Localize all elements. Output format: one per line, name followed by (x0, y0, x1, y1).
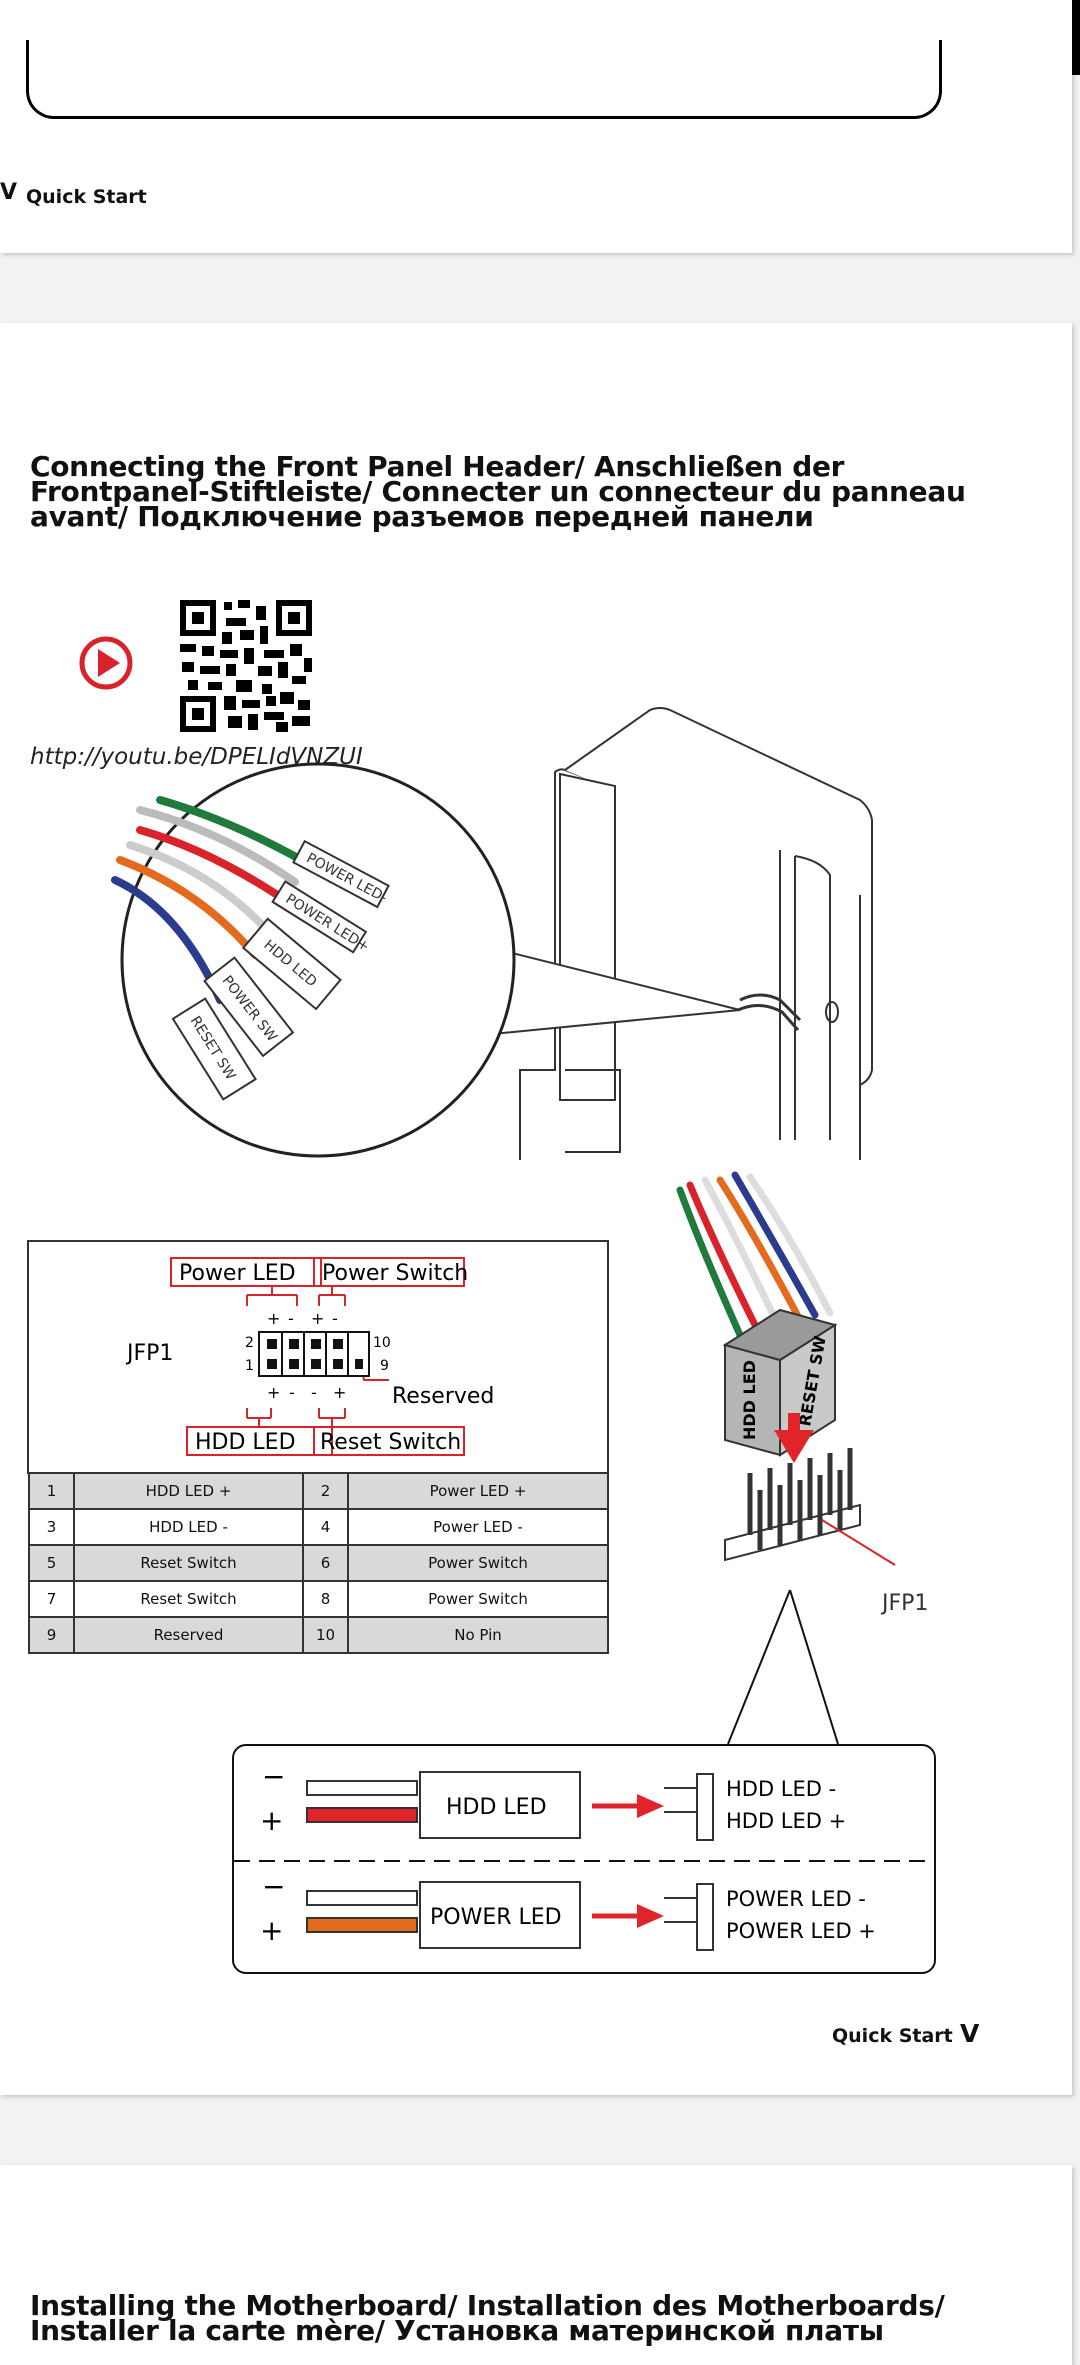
signal-cell: Power LED - (347, 1508, 609, 1546)
insert-arrow-icon (774, 1413, 814, 1463)
power-led-label-box (170, 1257, 322, 1287)
signal-cell: No Pin (347, 1616, 609, 1654)
next-title-line-2: Installer la carte mère/ Установка матер… (30, 2314, 884, 2347)
jfp1-pointer (821, 1519, 896, 1566)
plug-wires (676, 1171, 834, 1339)
reset-switch-label-box (313, 1426, 465, 1456)
title-line-2: Frontpanel-Stiftleiste/ Connecter un con… (30, 475, 966, 508)
qr-code-icon[interactable] (180, 600, 312, 732)
hdd-led-label: HDD LED (195, 1430, 296, 1455)
section-title: Connecting the Front Panel Header/ Ansch… (30, 453, 1030, 531)
polarity-sign: + (267, 1309, 280, 1328)
plus-sign: + (260, 1804, 283, 1837)
pin-cell: 9 (28, 1616, 75, 1654)
minus-sign: − (262, 1870, 285, 1903)
polarity-sign: + (267, 1383, 280, 1402)
arrow-right-icon (637, 1794, 664, 1818)
polarity-sign: - (311, 1383, 317, 1402)
power-switch-label: Power Switch (322, 1261, 468, 1286)
reset-switch-label: Reset Switch (320, 1430, 461, 1455)
hdd-led-box-label: HDD LED (446, 1795, 547, 1820)
table-row: 5 Reset Switch 6 Power Switch (28, 1544, 609, 1582)
footer-page-mark: V (960, 2019, 980, 2048)
next-title-line-1: Installing the Motherboard/ Installation… (30, 2289, 945, 2322)
pin-cell: 8 (302, 1580, 349, 1618)
signal-cell: Reserved (73, 1616, 304, 1654)
plug-label-hdd: HDD LED (740, 1360, 759, 1440)
jfp1-header (724, 1448, 861, 1562)
signal-cell: Power Switch (347, 1580, 609, 1618)
cable-bundle (111, 796, 309, 1004)
polarity-sign: + (311, 1309, 324, 1328)
pc-case (519, 707, 873, 1160)
signal-cell: HDD LED + (73, 1472, 304, 1510)
polarity-sign: - (289, 1383, 295, 1402)
pin-number: 1 (245, 1358, 254, 1374)
pin-cell: 3 (28, 1508, 75, 1546)
zoom-lines (727, 1589, 839, 1745)
pin-cell: 10 (302, 1616, 349, 1654)
signal-cell: Power Switch (347, 1544, 609, 1582)
hdd-led-plus-label: HDD LED + (726, 1809, 846, 1833)
led-detail-diagram: − + HDD LED HDD LED - HDD LED + − + POWE… (234, 1760, 932, 1951)
pin-number: 10 (373, 1335, 391, 1351)
previous-page: V Quick Start (0, 0, 1072, 253)
pin-cell: 6 (302, 1544, 349, 1582)
table-row: 3 HDD LED - 4 Power LED - (28, 1508, 609, 1546)
case-cable-stub (737, 993, 802, 1031)
plug-housing (722, 1308, 838, 1457)
power-led-plus-label: POWER LED + (726, 1919, 876, 1943)
hdd-led-row: − + HDD LED HDD LED - HDD LED + (260, 1760, 846, 1841)
power-led-label: Power LED (179, 1261, 296, 1286)
hdd-led-minus-label: HDD LED - (726, 1777, 836, 1801)
polarity-sign: - (332, 1309, 338, 1328)
signal-cell: Power LED + (347, 1472, 609, 1510)
pin-cell: 1 (28, 1472, 75, 1510)
next-section-title: Installing the Motherboard/ Installation… (30, 2292, 1030, 2345)
jfp1-diagram-label: JFP1 (125, 1341, 173, 1366)
title-line-1: Connecting the Front Panel Header/ Ansch… (30, 450, 845, 483)
table-row: 1 HDD LED + 2 Power LED + (28, 1472, 609, 1510)
rounded-frame (26, 40, 942, 119)
pin-number: 9 (380, 1358, 389, 1374)
polarity-sign: + (333, 1383, 346, 1402)
reserved-label: Reserved (392, 1384, 494, 1409)
next-page (0, 2165, 1072, 2365)
title-line-3: avant/ Подключение разъемов передней пан… (30, 500, 814, 533)
signal-cell: Reset Switch (73, 1580, 304, 1618)
footer-label: Quick Start (832, 2025, 953, 2047)
signal-cell: HDD LED - (73, 1508, 304, 1546)
pin-cell: 2 (302, 1472, 349, 1510)
arrow-right-icon (637, 1904, 664, 1928)
pin-grid (258, 1331, 370, 1377)
polarity-sign: - (288, 1309, 294, 1328)
pin-diagram: Power LED Power Switch HDD LED Reset Swi… (125, 1257, 494, 1456)
pin-cell: 4 (302, 1508, 349, 1546)
pin-cell: 7 (28, 1580, 75, 1618)
pin-table: 1 HDD LED + 2 Power LED + 3 HDD LED - 4 … (28, 1472, 609, 1654)
table-row: 9 Reserved 10 No Pin (28, 1616, 609, 1654)
pin-cell: 5 (28, 1544, 75, 1582)
power-led-box-label: POWER LED (430, 1905, 562, 1930)
power-led-minus-label: POWER LED - (726, 1887, 866, 1911)
signal-cell: Reset Switch (73, 1544, 304, 1582)
connector-illustration: HDD LED RESET SW JFP1 (676, 1171, 928, 1615)
jfp1-connector-label: JFP1 (880, 1591, 928, 1615)
page-mark: V (0, 180, 18, 205)
pin-number: 2 (245, 1335, 254, 1351)
video-qr-area (79, 600, 312, 732)
running-header: Quick Start (26, 186, 147, 208)
plus-sign: + (260, 1914, 283, 1947)
power-led-row: − + POWER LED POWER LED - POWER LED + (260, 1870, 876, 1951)
power-switch-label-box (313, 1257, 465, 1287)
front-panel-illustration: POWER LED- POWER LED+ HDD LED POWER SW R… (111, 707, 873, 1160)
minus-sign: − (262, 1760, 285, 1793)
play-icon[interactable] (79, 636, 133, 690)
table-row: 7 Reset Switch 8 Power Switch (28, 1580, 609, 1618)
